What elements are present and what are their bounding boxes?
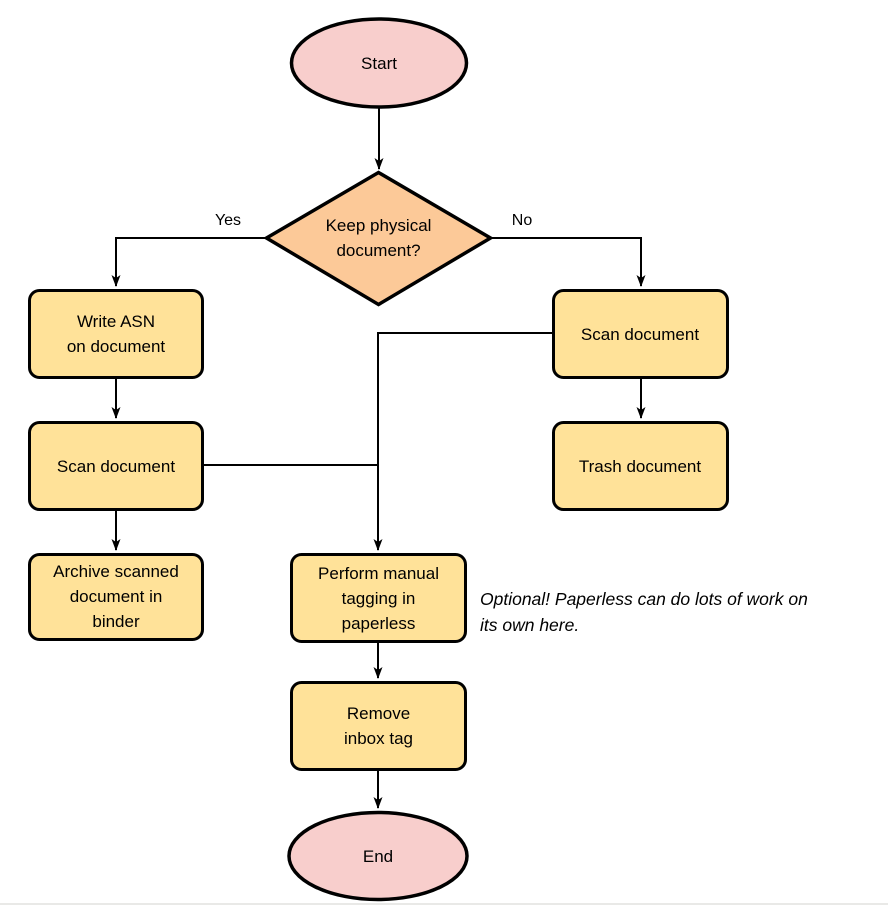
edge-decision-yes-to-write-asn — [111, 237, 266, 287]
start-node-shape — [289, 17, 469, 109]
scan-right-node-shape — [552, 289, 729, 379]
tagging-node-shape — [290, 553, 467, 643]
archive-node-shape — [28, 553, 204, 641]
end-node-shape — [287, 810, 469, 902]
trash-node-shape — [552, 421, 729, 511]
edge-decision-no-to-scan-right — [491, 237, 646, 287]
edge-scan-right-to-tagging — [373, 332, 553, 551]
optional-annotation: Optional! Paperless can do lots of work … — [480, 589, 808, 635]
scan-left-node-shape — [28, 421, 204, 511]
write-asn-node-shape — [28, 289, 204, 379]
yes-branch-label: Yes — [214, 212, 242, 229]
decision-node-shape — [263, 170, 494, 307]
remove-inbox-node-shape — [290, 681, 467, 771]
canvas-bottom-edge — [0, 903, 888, 905]
no-branch-label: No — [511, 212, 533, 229]
